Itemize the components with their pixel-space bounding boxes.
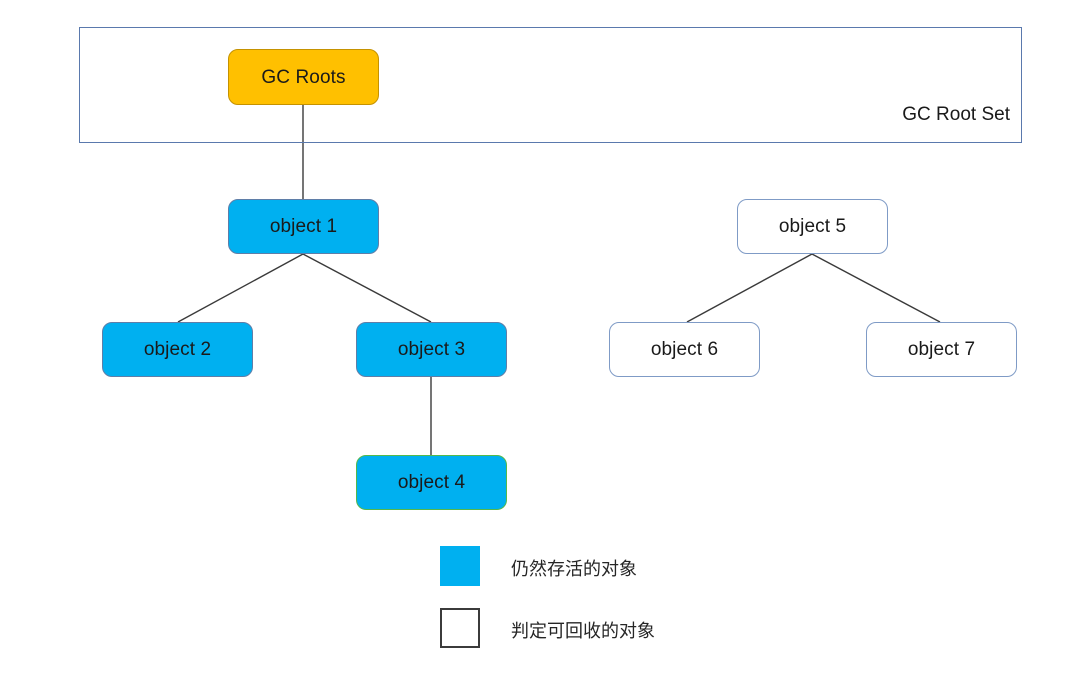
node-object-1[interactable]: object 1 (228, 199, 379, 254)
node-object-2-label: object 2 (143, 339, 212, 360)
node-gc-roots[interactable]: GC Roots (228, 49, 379, 105)
node-object-5[interactable]: object 5 (737, 199, 888, 254)
node-object-4[interactable]: object 4 (356, 455, 507, 510)
gc-root-set-label: GC Root Set (902, 104, 1010, 125)
node-object-2[interactable]: object 2 (102, 322, 253, 377)
node-object-4-label: object 4 (397, 472, 466, 493)
node-gc-roots-label: GC Roots (261, 66, 346, 88)
node-object-6[interactable]: object 6 (609, 322, 760, 377)
edge-object5-object6 (686, 253, 813, 323)
gc-root-set-boundary (79, 27, 1022, 143)
legend-live-swatch (440, 546, 480, 586)
node-object-6-label: object 6 (650, 339, 719, 360)
edge-object5-object7 (811, 253, 941, 323)
edge-object1-object3 (302, 253, 432, 323)
legend-dead-swatch (440, 608, 480, 648)
legend-dead-label: 判定可回收的对象 (511, 621, 655, 641)
node-object-3-label: object 3 (397, 339, 466, 360)
node-object-5-label: object 5 (778, 216, 847, 237)
node-object-3[interactable]: object 3 (356, 322, 507, 377)
node-object-7-label: object 7 (907, 339, 976, 360)
node-object-7[interactable]: object 7 (866, 322, 1017, 377)
node-object-1-label: object 1 (269, 216, 338, 237)
edge-object1-object2 (177, 253, 304, 323)
legend-live-label: 仍然存活的对象 (511, 559, 637, 579)
